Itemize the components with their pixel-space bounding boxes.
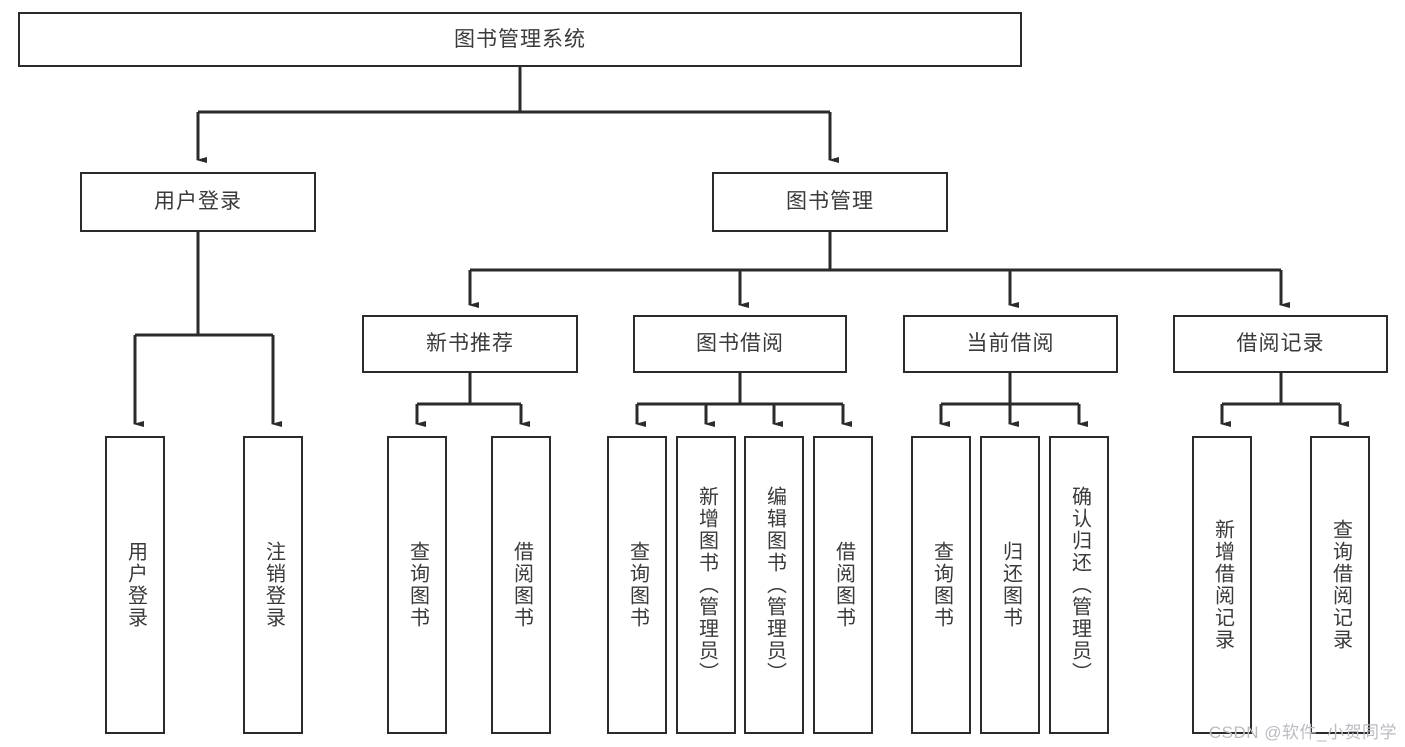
leaf-label: 查询图书 xyxy=(626,541,649,629)
leaf-user-login[interactable]: 用户登录 xyxy=(105,436,165,734)
leaf-confirm-return-admin[interactable]: 确认归还（管理员） xyxy=(1049,436,1109,734)
node-borrow-records[interactable]: 借阅记录 xyxy=(1173,315,1388,373)
leaf-query-books-borrow[interactable]: 查询图书 xyxy=(607,436,667,734)
node-user-login[interactable]: 用户登录 xyxy=(80,172,316,232)
leaf-logout[interactable]: 注销登录 xyxy=(243,436,303,734)
node-book-borrow[interactable]: 图书借阅 xyxy=(633,315,847,373)
leaf-query-books-recommend[interactable]: 查询图书 xyxy=(387,436,447,734)
leaf-borrow-books-recommend[interactable]: 借阅图书 xyxy=(491,436,551,734)
leaf-label: 新增图书（管理员） xyxy=(695,486,718,684)
node-new-book-recommend[interactable]: 新书推荐 xyxy=(362,315,578,373)
node-current-borrow[interactable]: 当前借阅 xyxy=(903,315,1118,373)
leaf-label: 查询图书 xyxy=(930,541,953,629)
node-book-management[interactable]: 图书管理 xyxy=(712,172,948,232)
leaf-query-books-current[interactable]: 查询图书 xyxy=(911,436,971,734)
leaf-add-book-admin[interactable]: 新增图书（管理员） xyxy=(676,436,736,734)
leaf-label: 编辑图书（管理员） xyxy=(763,486,786,684)
leaf-label: 查询借阅记录 xyxy=(1329,519,1352,651)
leaf-borrow-books[interactable]: 借阅图书 xyxy=(813,436,873,734)
leaf-label: 借阅图书 xyxy=(832,541,855,629)
leaf-label: 借阅图书 xyxy=(510,541,533,629)
leaf-edit-book-admin[interactable]: 编辑图书（管理员） xyxy=(744,436,804,734)
leaf-label: 新增借阅记录 xyxy=(1211,519,1234,651)
leaf-label: 用户登录 xyxy=(124,541,147,629)
leaf-add-borrow-record[interactable]: 新增借阅记录 xyxy=(1192,436,1252,734)
leaf-label: 归还图书 xyxy=(999,541,1022,629)
leaf-label: 注销登录 xyxy=(262,541,285,629)
leaf-query-borrow-record[interactable]: 查询借阅记录 xyxy=(1310,436,1370,734)
leaf-return-books[interactable]: 归还图书 xyxy=(980,436,1040,734)
leaf-label: 确认归还（管理员） xyxy=(1068,486,1091,684)
node-root-system[interactable]: 图书管理系统 xyxy=(18,12,1022,67)
leaf-label: 查询图书 xyxy=(406,541,429,629)
